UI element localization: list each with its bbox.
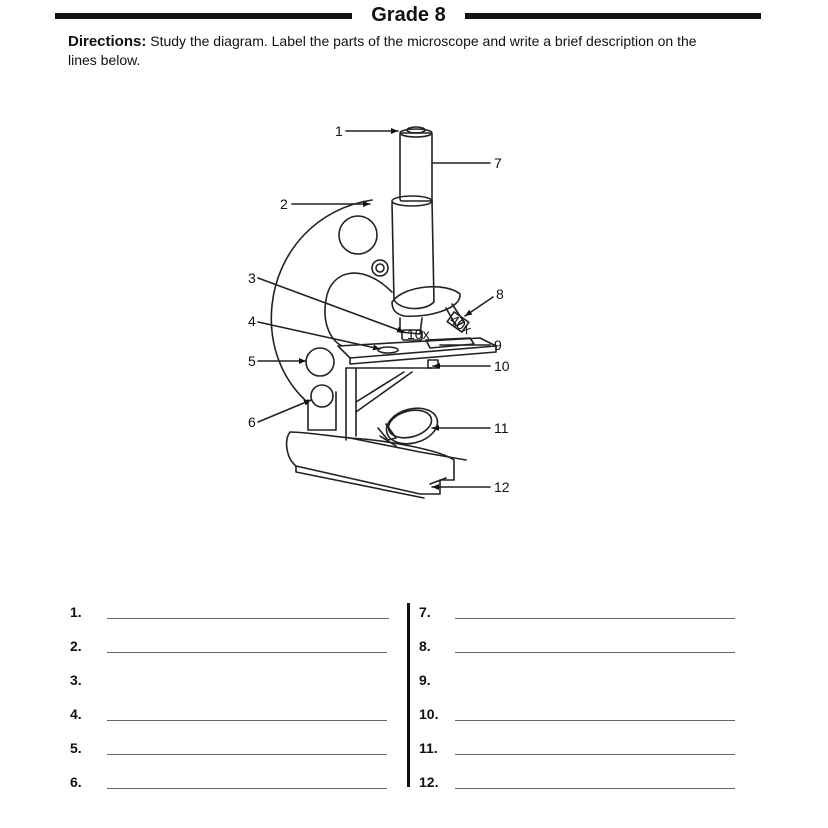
grade-title: Grade 8	[371, 4, 446, 26]
callout-12: 12	[494, 479, 510, 495]
answer-line[interactable]	[455, 618, 735, 619]
answer-number: 2.	[70, 638, 82, 654]
stage	[337, 337, 497, 369]
answer-line[interactable]	[107, 618, 389, 619]
callout-4: 4	[248, 313, 256, 329]
answer-number: 4.	[70, 706, 82, 722]
answer-number: 1.	[70, 604, 82, 620]
header-rule-left	[55, 13, 352, 19]
mirror	[377, 407, 439, 447]
answer-number: 10.	[419, 706, 439, 722]
answer-number: 5.	[70, 740, 82, 756]
answer-number: 9.	[419, 672, 431, 688]
answer-line[interactable]	[107, 788, 387, 789]
arm	[270, 199, 373, 401]
callout-2: 2	[280, 196, 288, 212]
answer-number: 11.	[419, 740, 438, 756]
answer-row-10: 10.	[419, 706, 739, 726]
directions-paragraph: Directions: Study the diagram. Label the…	[68, 32, 708, 70]
answer-row-12: 12.	[419, 774, 739, 794]
answer-number: 6.	[70, 774, 82, 790]
answer-row-5: 5.	[70, 740, 390, 760]
answer-row-8: 8.	[419, 638, 739, 658]
answer-number: 12.	[419, 774, 439, 790]
answer-row-9: 9.	[419, 672, 739, 692]
microscope-diagram: 10x 40x 1 2 3 4 5 6 7 8 9 10 11 12	[248, 123, 510, 499]
answer-line[interactable]	[107, 720, 387, 721]
answer-line[interactable]	[107, 652, 387, 653]
answer-row-1: 1.	[70, 604, 390, 624]
directions-lead: Directions:	[68, 33, 147, 50]
answer-column-divider	[407, 603, 410, 787]
arm-knob	[338, 215, 378, 255]
callout-8: 8	[496, 286, 504, 302]
callout-6: 6	[248, 414, 256, 430]
fine-knob	[310, 384, 334, 408]
answer-row-6: 6.	[70, 774, 390, 794]
worksheet-header: Grade 8	[0, 0, 828, 34]
answer-row-11: 11.	[419, 740, 739, 760]
directions-text: Study the diagram. Label the parts of th…	[68, 33, 697, 68]
callout-9: 9	[494, 337, 502, 353]
callout-11: 11	[494, 420, 509, 436]
answer-number: 8.	[419, 638, 431, 654]
body-tube	[391, 126, 435, 310]
coarse-knob	[305, 347, 335, 377]
answer-line[interactable]	[455, 652, 735, 653]
callout-7: 7	[494, 155, 502, 171]
answer-line[interactable]	[455, 720, 735, 721]
answer-number: 7.	[419, 604, 431, 620]
callout-1: 1	[335, 123, 343, 139]
revolving-nosepiece	[391, 285, 470, 341]
callout-10: 10	[494, 358, 510, 374]
callout-5: 5	[248, 353, 256, 369]
answer-row-2: 2.	[70, 638, 390, 658]
objective-10x-mark: 10x	[407, 326, 430, 342]
answer-row-4: 4.	[70, 706, 390, 726]
answer-row-7: 7.	[419, 604, 739, 624]
answer-row-3: 3.	[70, 672, 390, 692]
answer-line[interactable]	[107, 754, 387, 755]
base	[285, 431, 455, 495]
answer-number: 3.	[70, 672, 82, 688]
answer-line[interactable]	[455, 754, 735, 755]
answer-line[interactable]	[455, 788, 735, 789]
callout-3: 3	[248, 270, 256, 286]
header-rule-right	[465, 13, 761, 19]
